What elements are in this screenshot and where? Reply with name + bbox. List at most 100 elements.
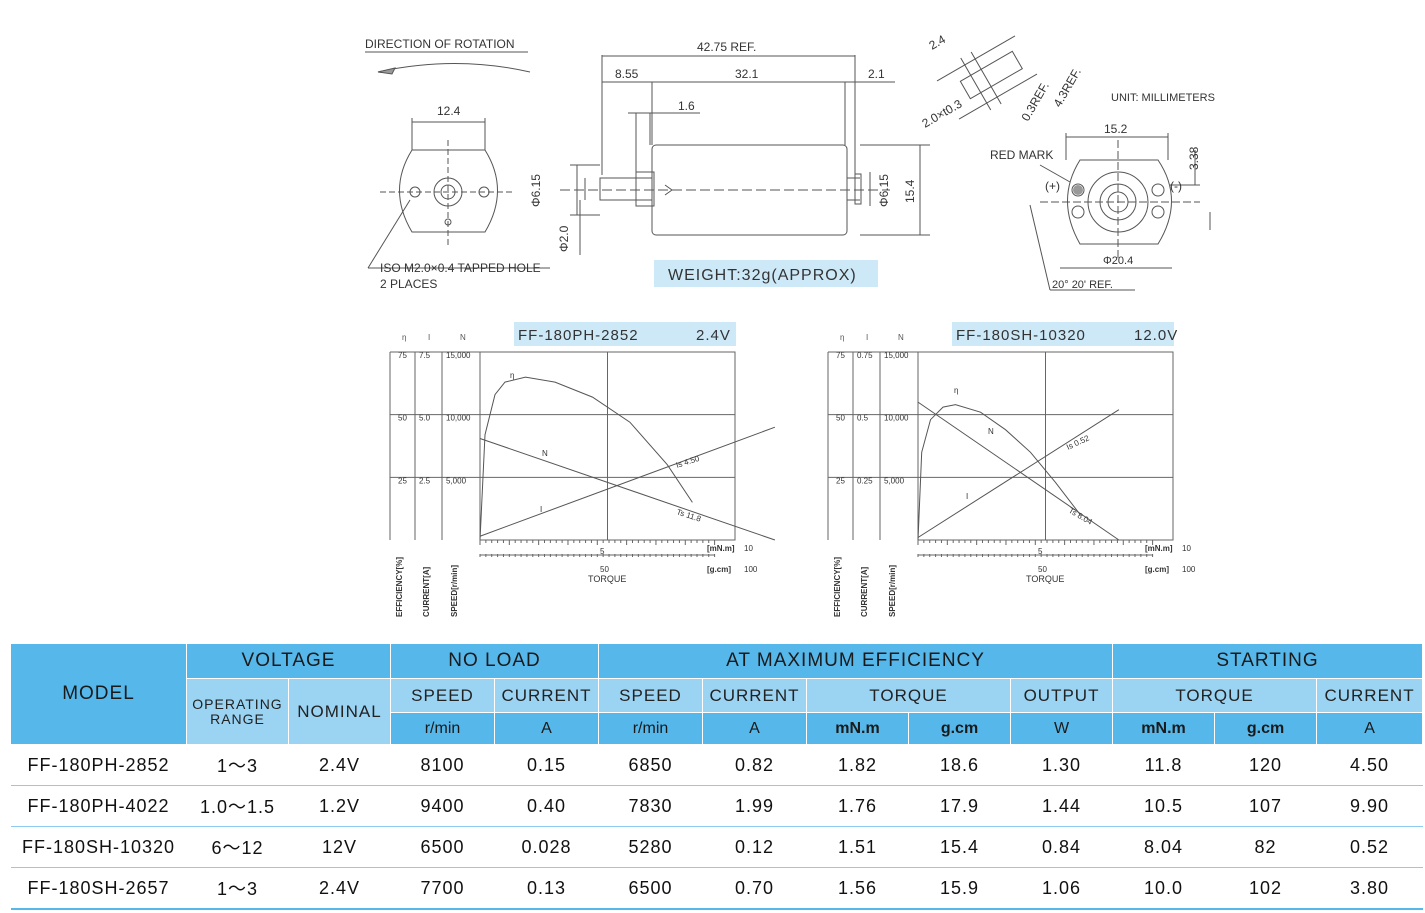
current-tick: 2.5 [419, 476, 431, 485]
y-axis-label: EFFICIENCY[%] [833, 557, 842, 617]
svg-text:RED MARK: RED MARK [990, 148, 1053, 162]
table-cell: 0.15 [494, 744, 599, 786]
table-cell: 0.82 [702, 744, 807, 786]
model-cell: FF-180PH-2852 [10, 744, 187, 786]
weight-label: WEIGHT:32g(APPROX) [668, 267, 857, 284]
unit-a: A [1316, 712, 1424, 745]
table-cell: 102 [1214, 867, 1317, 910]
table-cell: 7830 [598, 785, 703, 827]
col-me-speed: SPEED [598, 678, 703, 713]
table-cell: 3.80 [1316, 867, 1423, 910]
table-cell: 6850 [598, 744, 703, 786]
col-st-current: CURRENT [1316, 678, 1424, 713]
table-cell: 1.56 [806, 867, 909, 910]
eff-tick: 25 [398, 476, 407, 485]
table-cell: 1.76 [806, 785, 909, 827]
svg-text:2.1: 2.1 [868, 67, 885, 81]
group-max-efficiency: AT MAXIMUM EFFICIENCY [597, 643, 1114, 679]
eff-curve-label: η [954, 386, 958, 395]
y-axis-label: SPEED[r/min] [888, 565, 897, 617]
svg-text:8.55: 8.55 [615, 67, 639, 81]
x-tick-label: 10 [1182, 544, 1191, 553]
table-cell: 8100 [390, 744, 495, 786]
unit-w: W [1009, 712, 1114, 745]
x-axis-label: TORQUE [1026, 574, 1064, 584]
current-curve-label: I [966, 492, 968, 501]
x-unit: [mN.m] [707, 544, 735, 553]
speed-curve-label: N [988, 427, 994, 436]
unit-a: A [702, 712, 807, 745]
eff-tick: 50 [836, 414, 845, 423]
svg-text:32.1: 32.1 [735, 67, 759, 81]
col-me-current: CURRENT [702, 678, 807, 713]
col-me-torque: TORQUE [806, 678, 1011, 713]
svg-text:15.4: 15.4 [903, 179, 917, 203]
unit-rmin: r/min [598, 712, 703, 745]
table-cell: 15.9 [908, 867, 1011, 910]
table-cell: 4.50 [1316, 744, 1423, 786]
table-cell: 10.0 [1112, 867, 1215, 910]
chart-title-bg [952, 322, 1174, 346]
eff-tick: 75 [398, 351, 407, 360]
x-tick-label: 5 [600, 547, 605, 556]
chart-voltage: 12.0V [1134, 327, 1178, 344]
table-cell: 10.5 [1112, 785, 1215, 827]
current-tick: 0.25 [857, 476, 873, 485]
chart-title: FF-180SH-10320 [956, 327, 1086, 344]
table-cell: 12V [288, 826, 391, 868]
table-cell: 18.6 [908, 744, 1011, 786]
current-curve [917, 409, 1120, 538]
table-cell: 0.12 [702, 826, 807, 868]
speed-tick: 10,000 [446, 414, 471, 423]
current-tick: 0.5 [857, 414, 869, 423]
speed-curve [917, 401, 1120, 541]
svg-text:1.6: 1.6 [678, 99, 695, 113]
speed-tick: 15,000 [446, 351, 471, 360]
svg-text:Φ20.4: Φ20.4 [1103, 255, 1133, 267]
group-no-load: NO LOAD [390, 643, 599, 679]
table-cell: 6500 [390, 826, 495, 868]
model-cell: FF-180SH-10320 [10, 826, 187, 868]
axis-header: N [898, 333, 904, 342]
svg-text:20° 20' REF.: 20° 20' REF. [1052, 279, 1113, 291]
col-st-torque: TORQUE [1112, 678, 1318, 713]
unit-mnm: mN.m [1112, 712, 1216, 745]
spec-table: MODEL VOLTAGE NO LOAD AT MAXIMUM EFFICIE… [10, 643, 1424, 910]
efficiency-curve [479, 376, 693, 541]
table-cell: 1.06 [1010, 867, 1113, 910]
table-cell: 1.82 [806, 744, 909, 786]
y-axis-label: EFFICIENCY[%] [395, 557, 404, 617]
rear-view-housing [1067, 159, 1172, 245]
current-curve [479, 426, 776, 537]
table-cell: 0.13 [494, 867, 599, 910]
eff-tick: 50 [398, 414, 407, 423]
table-cell: 5280 [598, 826, 703, 868]
table-cell: 1～3 [186, 744, 289, 786]
speed-tick: 15,000 [884, 351, 909, 360]
model-cell: FF-180SH-2657 [10, 867, 187, 910]
x-tick-label: 100 [1182, 565, 1196, 574]
mechanical-drawing: DIRECTION OF ROTATION 12.4 ISO M2.0×0.4 … [365, 32, 1215, 291]
svg-text:(-): (-) [1170, 179, 1182, 193]
speed-curve [479, 438, 776, 541]
svg-text:15.2: 15.2 [1104, 122, 1128, 136]
table-cell: 1.99 [702, 785, 807, 827]
unit-rmin: r/min [390, 712, 495, 745]
ts-label: Ts 11.8 [675, 507, 702, 524]
svg-text:UNIT: MILLIMETERS: UNIT: MILLIMETERS [1111, 92, 1215, 104]
table-cell: 1.0～1.5 [186, 785, 289, 827]
current-tick: 0.75 [857, 351, 873, 360]
group-voltage: VOLTAGE [186, 643, 391, 679]
chart-voltage: 2.4V [696, 327, 731, 344]
table-cell: 107 [1214, 785, 1317, 827]
svg-text:Φ6.15: Φ6.15 [877, 174, 891, 207]
axis-header: I [428, 333, 430, 342]
table-cell: 7700 [390, 867, 495, 910]
chart-title-bg [514, 322, 736, 346]
table-cell: 0.84 [1010, 826, 1113, 868]
